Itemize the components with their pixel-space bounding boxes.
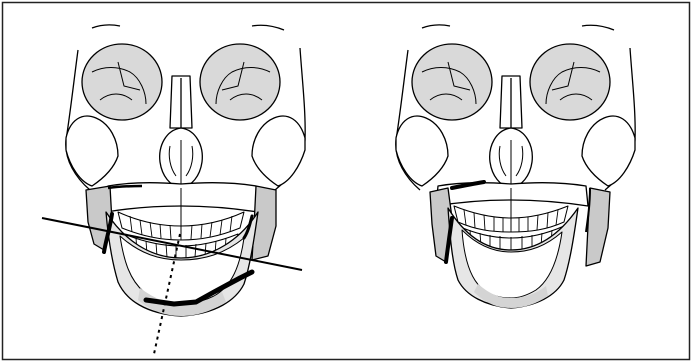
right-orbit [530,44,610,120]
right-orbit [200,44,280,120]
left-orbit [412,44,492,120]
left-orbit [82,44,162,120]
